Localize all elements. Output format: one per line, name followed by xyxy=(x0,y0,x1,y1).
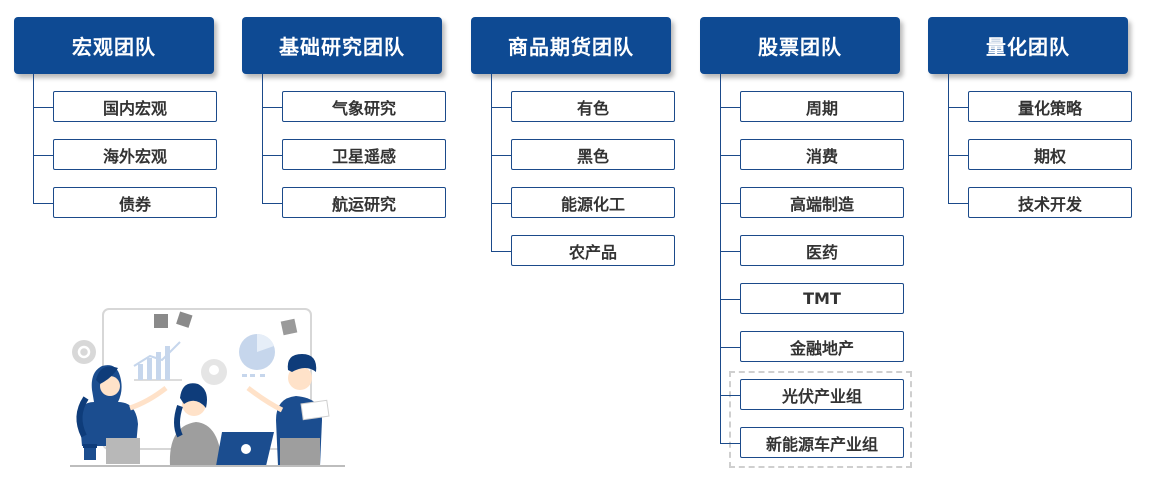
sub-team-item: 量化策略 xyxy=(968,91,1132,122)
team-header-commodity: 商品期货团队 xyxy=(471,17,671,74)
sub-team-item: 新能源车产业组 xyxy=(740,427,904,458)
team-header-equity: 股票团队 xyxy=(700,17,900,74)
tree-connector xyxy=(948,107,968,108)
tree-connector xyxy=(262,203,282,204)
tree-connector xyxy=(33,74,34,204)
sub-team-item: 光伏产业组 xyxy=(740,379,904,410)
sub-team-item: TMT xyxy=(740,283,904,314)
tree-connector xyxy=(720,74,721,444)
tree-connector xyxy=(491,74,492,252)
sub-team-item: 高端制造 xyxy=(740,187,904,218)
tree-connector xyxy=(948,155,968,156)
tree-connector xyxy=(262,107,282,108)
tree-connector xyxy=(33,107,53,108)
sub-team-item: 能源化工 xyxy=(511,187,675,218)
sub-team-item: 黑色 xyxy=(511,139,675,170)
tree-connector xyxy=(720,443,740,444)
tree-connector xyxy=(491,107,511,108)
tree-connector xyxy=(720,395,740,396)
tree-connector xyxy=(720,347,740,348)
sub-team-item: 技术开发 xyxy=(968,187,1132,218)
sub-team-item: 有色 xyxy=(511,91,675,122)
tree-connector xyxy=(491,251,511,252)
sub-team-item: 气象研究 xyxy=(282,91,446,122)
sub-team-item: 医药 xyxy=(740,235,904,266)
tree-connector xyxy=(491,155,511,156)
tree-connector xyxy=(720,155,740,156)
tree-connector xyxy=(720,299,740,300)
sub-team-item: 金融地产 xyxy=(740,331,904,362)
sub-team-item: 债券 xyxy=(53,187,217,218)
sub-team-item: 期权 xyxy=(968,139,1132,170)
team-header-quant: 量化团队 xyxy=(928,17,1128,74)
new-groups-dashed-frame xyxy=(729,371,912,468)
sub-team-item: 消费 xyxy=(740,139,904,170)
team-header-research: 基础研究团队 xyxy=(242,17,442,74)
tree-connector xyxy=(491,203,511,204)
tree-connector xyxy=(262,74,263,204)
sub-team-item: 农产品 xyxy=(511,235,675,266)
tree-connector xyxy=(262,155,282,156)
sub-team-item: 周期 xyxy=(740,91,904,122)
tree-connector xyxy=(720,251,740,252)
sub-team-item: 卫星遥感 xyxy=(282,139,446,170)
team-collaboration-illustration xyxy=(70,308,345,467)
tree-connector xyxy=(720,107,740,108)
tree-connector xyxy=(948,74,949,204)
sub-team-item: 海外宏观 xyxy=(53,139,217,170)
sub-team-item: 国内宏观 xyxy=(53,91,217,122)
sub-team-item: 航运研究 xyxy=(282,187,446,218)
team-header-macro: 宏观团队 xyxy=(14,17,214,74)
tree-connector xyxy=(720,203,740,204)
tree-connector xyxy=(33,155,53,156)
tree-connector xyxy=(948,203,968,204)
tree-connector xyxy=(33,203,53,204)
